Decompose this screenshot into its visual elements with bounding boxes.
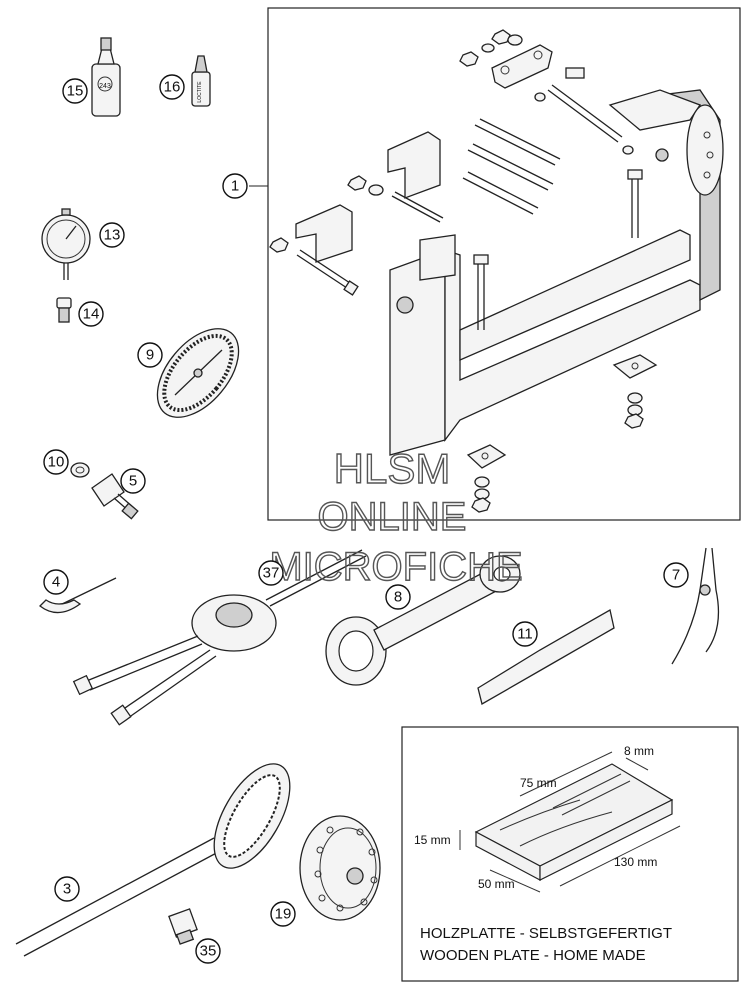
- flywheel-holder: [299, 815, 381, 921]
- callout-3-label: 3: [63, 881, 71, 898]
- callout-15: 15: [62, 78, 88, 104]
- spacer-ring: [70, 462, 90, 478]
- callout-4-label: 4: [52, 574, 60, 591]
- tensioner-tool: [39, 577, 117, 614]
- callout-5: 5: [120, 468, 146, 494]
- engine-stand-group-frame: [267, 7, 741, 521]
- dial-gauge: [41, 208, 91, 280]
- callout-37: 37: [258, 560, 284, 586]
- callout-8: 8: [385, 584, 411, 610]
- loctite-bottle: 243: [91, 37, 121, 117]
- degree-wheel: [156, 328, 240, 418]
- callout-9: 9: [137, 342, 163, 368]
- bracket-upper: [387, 131, 441, 199]
- callout-1: 1: [222, 173, 248, 199]
- dim-130mm: 130 mm: [614, 855, 657, 869]
- engine-stand: [389, 89, 724, 456]
- bracket-top-small: [491, 44, 553, 89]
- small-adapter: [168, 908, 198, 945]
- dim-50mm: 50 mm: [478, 877, 515, 891]
- threaded-rods: [462, 84, 623, 215]
- callout-11: 11: [512, 621, 538, 647]
- callout-15-label: 15: [67, 83, 84, 100]
- watermark-line-3: MICROFICHE: [269, 545, 522, 589]
- loctite-bottle-label: 243: [99, 83, 111, 90]
- dim-15mm: 15 mm: [414, 833, 451, 847]
- callout-4: 4: [43, 569, 69, 595]
- dim-8mm: 8 mm: [624, 744, 654, 758]
- holding-fixture: [72, 549, 367, 726]
- callout-5-label: 5: [129, 473, 137, 490]
- watermark-line-1: HLSM: [334, 445, 451, 492]
- callout-8-label: 8: [394, 589, 402, 606]
- hook-wrench: [325, 555, 521, 686]
- callout-7-label: 7: [672, 567, 680, 584]
- callout-13-label: 13: [104, 227, 121, 244]
- loctite-tube: LOCTITE: [191, 55, 211, 107]
- callout-16: 16: [159, 74, 185, 100]
- watermark: HLSM ONLINE MICROFICHE: [269, 444, 524, 589]
- bracket-lower: [295, 204, 353, 263]
- gauge-adapter: [56, 297, 72, 323]
- callout-13: 13: [99, 222, 125, 248]
- nuts-washers: [269, 29, 658, 513]
- callout-16-label: 16: [164, 79, 181, 96]
- bolts: [296, 67, 643, 330]
- plate-note-english: WOODEN PLATE - HOME MADE: [420, 947, 646, 964]
- flywheel-puller: [91, 473, 139, 520]
- plate-note-german: HOLZPLATTE - SELBSTGEFERTIGT: [420, 925, 672, 942]
- dim-75mm: 75 mm: [520, 776, 557, 790]
- wooden-plate: [459, 751, 681, 893]
- wooden-plate-frame: [401, 726, 739, 982]
- callout-7: 7: [663, 562, 689, 588]
- callout-3: 3: [54, 876, 80, 902]
- callout-10: 10: [43, 449, 69, 475]
- callout-9-label: 9: [146, 347, 154, 364]
- callout-11-label: 11: [517, 626, 533, 643]
- callout-14-label: 14: [83, 306, 100, 323]
- callout-14: 14: [78, 301, 104, 327]
- feeler-tool: [477, 608, 615, 705]
- callout-1-label: 1: [231, 178, 239, 195]
- callout-35: 35: [195, 938, 221, 964]
- clutch-holder: [15, 763, 291, 957]
- callout-10-label: 10: [48, 454, 65, 471]
- loctite-tube-label: LOCTITE: [197, 81, 203, 103]
- callout-19-label: 19: [275, 906, 292, 923]
- callout-19: 19: [270, 901, 296, 927]
- watermark-line-2: ONLINE: [318, 495, 467, 539]
- callout-37-label: 37: [263, 565, 280, 582]
- callout-35-label: 35: [200, 943, 217, 960]
- circlip-pliers: [671, 547, 720, 665]
